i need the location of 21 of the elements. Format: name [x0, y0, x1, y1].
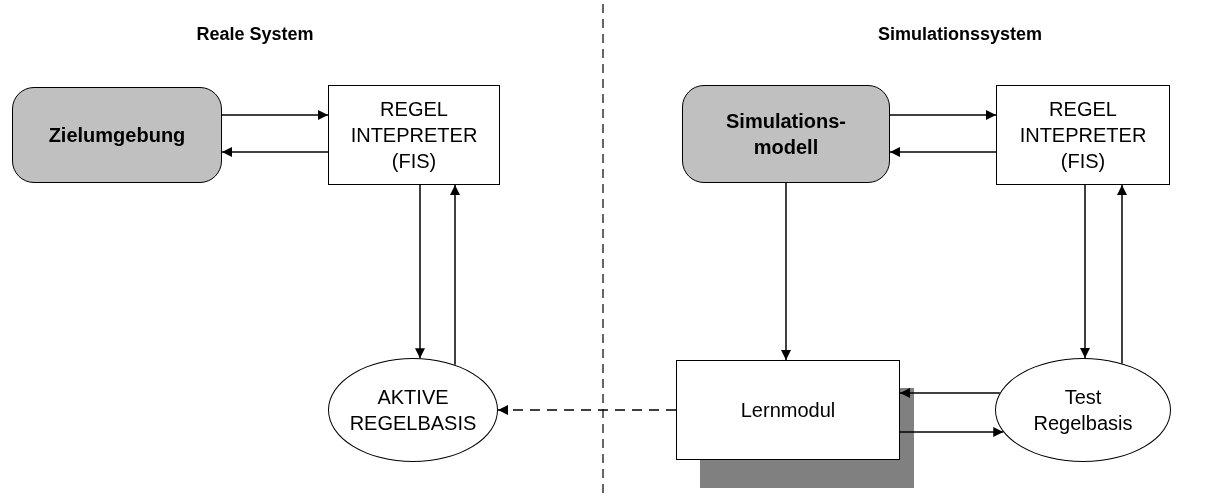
process-box: Lernmodul: [676, 360, 900, 460]
arrow: [899, 388, 1001, 398]
arrow: [899, 427, 1004, 437]
environment-box: Simulations-modell: [682, 85, 890, 183]
arrow: [1117, 184, 1127, 365]
environment-box: Zielumgebung: [12, 87, 222, 183]
process-box: REGEL INTEPRETER (FIS): [328, 85, 500, 185]
rulebase-ellipse: Test Regelbasis: [995, 358, 1171, 462]
process-box: REGEL INTEPRETER (FIS): [996, 85, 1170, 185]
arrow: [1080, 184, 1090, 359]
arrow: [889, 147, 997, 157]
arrow: [221, 110, 329, 120]
arrow: [221, 147, 329, 157]
arrow: [497, 405, 677, 415]
arrow: [450, 184, 460, 366]
arrow: [889, 110, 997, 120]
section-title: Reale System: [196, 24, 314, 45]
rulebase-ellipse: AKTIVE REGELBASIS: [328, 358, 498, 462]
arrow: [781, 182, 791, 361]
section-title: Simulationssystem: [877, 24, 1043, 45]
arrow: [415, 184, 425, 359]
